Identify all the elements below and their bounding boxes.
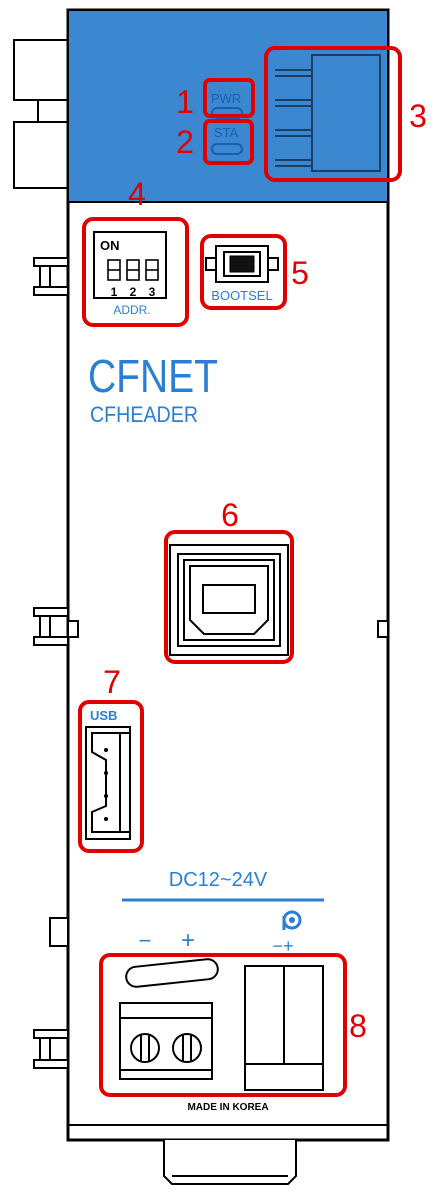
dip-1-label: 1: [111, 285, 118, 299]
callout-box-6: [164, 530, 294, 664]
callout-box-2: [203, 119, 254, 165]
callout-box-1: [203, 78, 255, 118]
sta-label: STA: [214, 125, 239, 140]
model-name: CFHEADER: [90, 402, 198, 427]
usb-label: USB: [90, 708, 117, 723]
right-tab: [377, 620, 389, 638]
usb-b-port: [169, 544, 289, 656]
callout-6: 6: [221, 497, 239, 533]
callout-3: 3: [409, 98, 427, 134]
left-din-clip: [13, 39, 69, 189]
left-screw-bottom: [33, 1029, 69, 1069]
top-cover: [67, 9, 389, 203]
callout-4: 4: [128, 176, 146, 212]
left-tab: [49, 917, 69, 947]
pwr-label: PWR: [211, 91, 241, 106]
polarity-icon: [282, 910, 302, 930]
callout-5: 5: [291, 255, 309, 291]
left-screw-middle: [33, 607, 79, 646]
dip-3-label: 3: [149, 285, 156, 299]
callout-box-3: [264, 46, 402, 182]
bottom-clip: [163, 1140, 297, 1185]
usb-header: USB: [85, 708, 131, 840]
callout-2: 2: [176, 124, 194, 160]
callout-box-4: [82, 217, 189, 327]
callout-box-5: [200, 234, 287, 310]
minus-sign: −: [139, 928, 152, 953]
dip-switch: ON 1 2 3 ADDR.: [93, 231, 167, 317]
bootsel-button: BOOTSEL: [205, 245, 279, 303]
pin-header: [275, 54, 381, 172]
power-rating: DC12~24V: [169, 869, 268, 891]
power-socket: [244, 965, 324, 1091]
small-polarity: −+: [272, 936, 293, 956]
addr-label: ADDR.: [113, 303, 150, 317]
dip-2-label: 2: [130, 285, 137, 299]
callout-7: 7: [103, 664, 121, 700]
callout-1: 1: [176, 84, 194, 120]
callout-box-7: [78, 700, 144, 853]
sta-led: STA: [211, 125, 243, 155]
made-in-label: MADE IN KOREA: [187, 1102, 268, 1113]
plus-sign: +: [181, 927, 195, 954]
left-screw-top: [33, 257, 69, 296]
terminal-block: [119, 958, 219, 1080]
callout-box-8: [99, 953, 347, 1097]
brand-title: CFNET: [88, 350, 218, 402]
bootsel-label: BOOTSEL: [211, 288, 272, 303]
callout-8: 8: [349, 1008, 367, 1044]
dip-on-label: ON: [100, 238, 120, 253]
